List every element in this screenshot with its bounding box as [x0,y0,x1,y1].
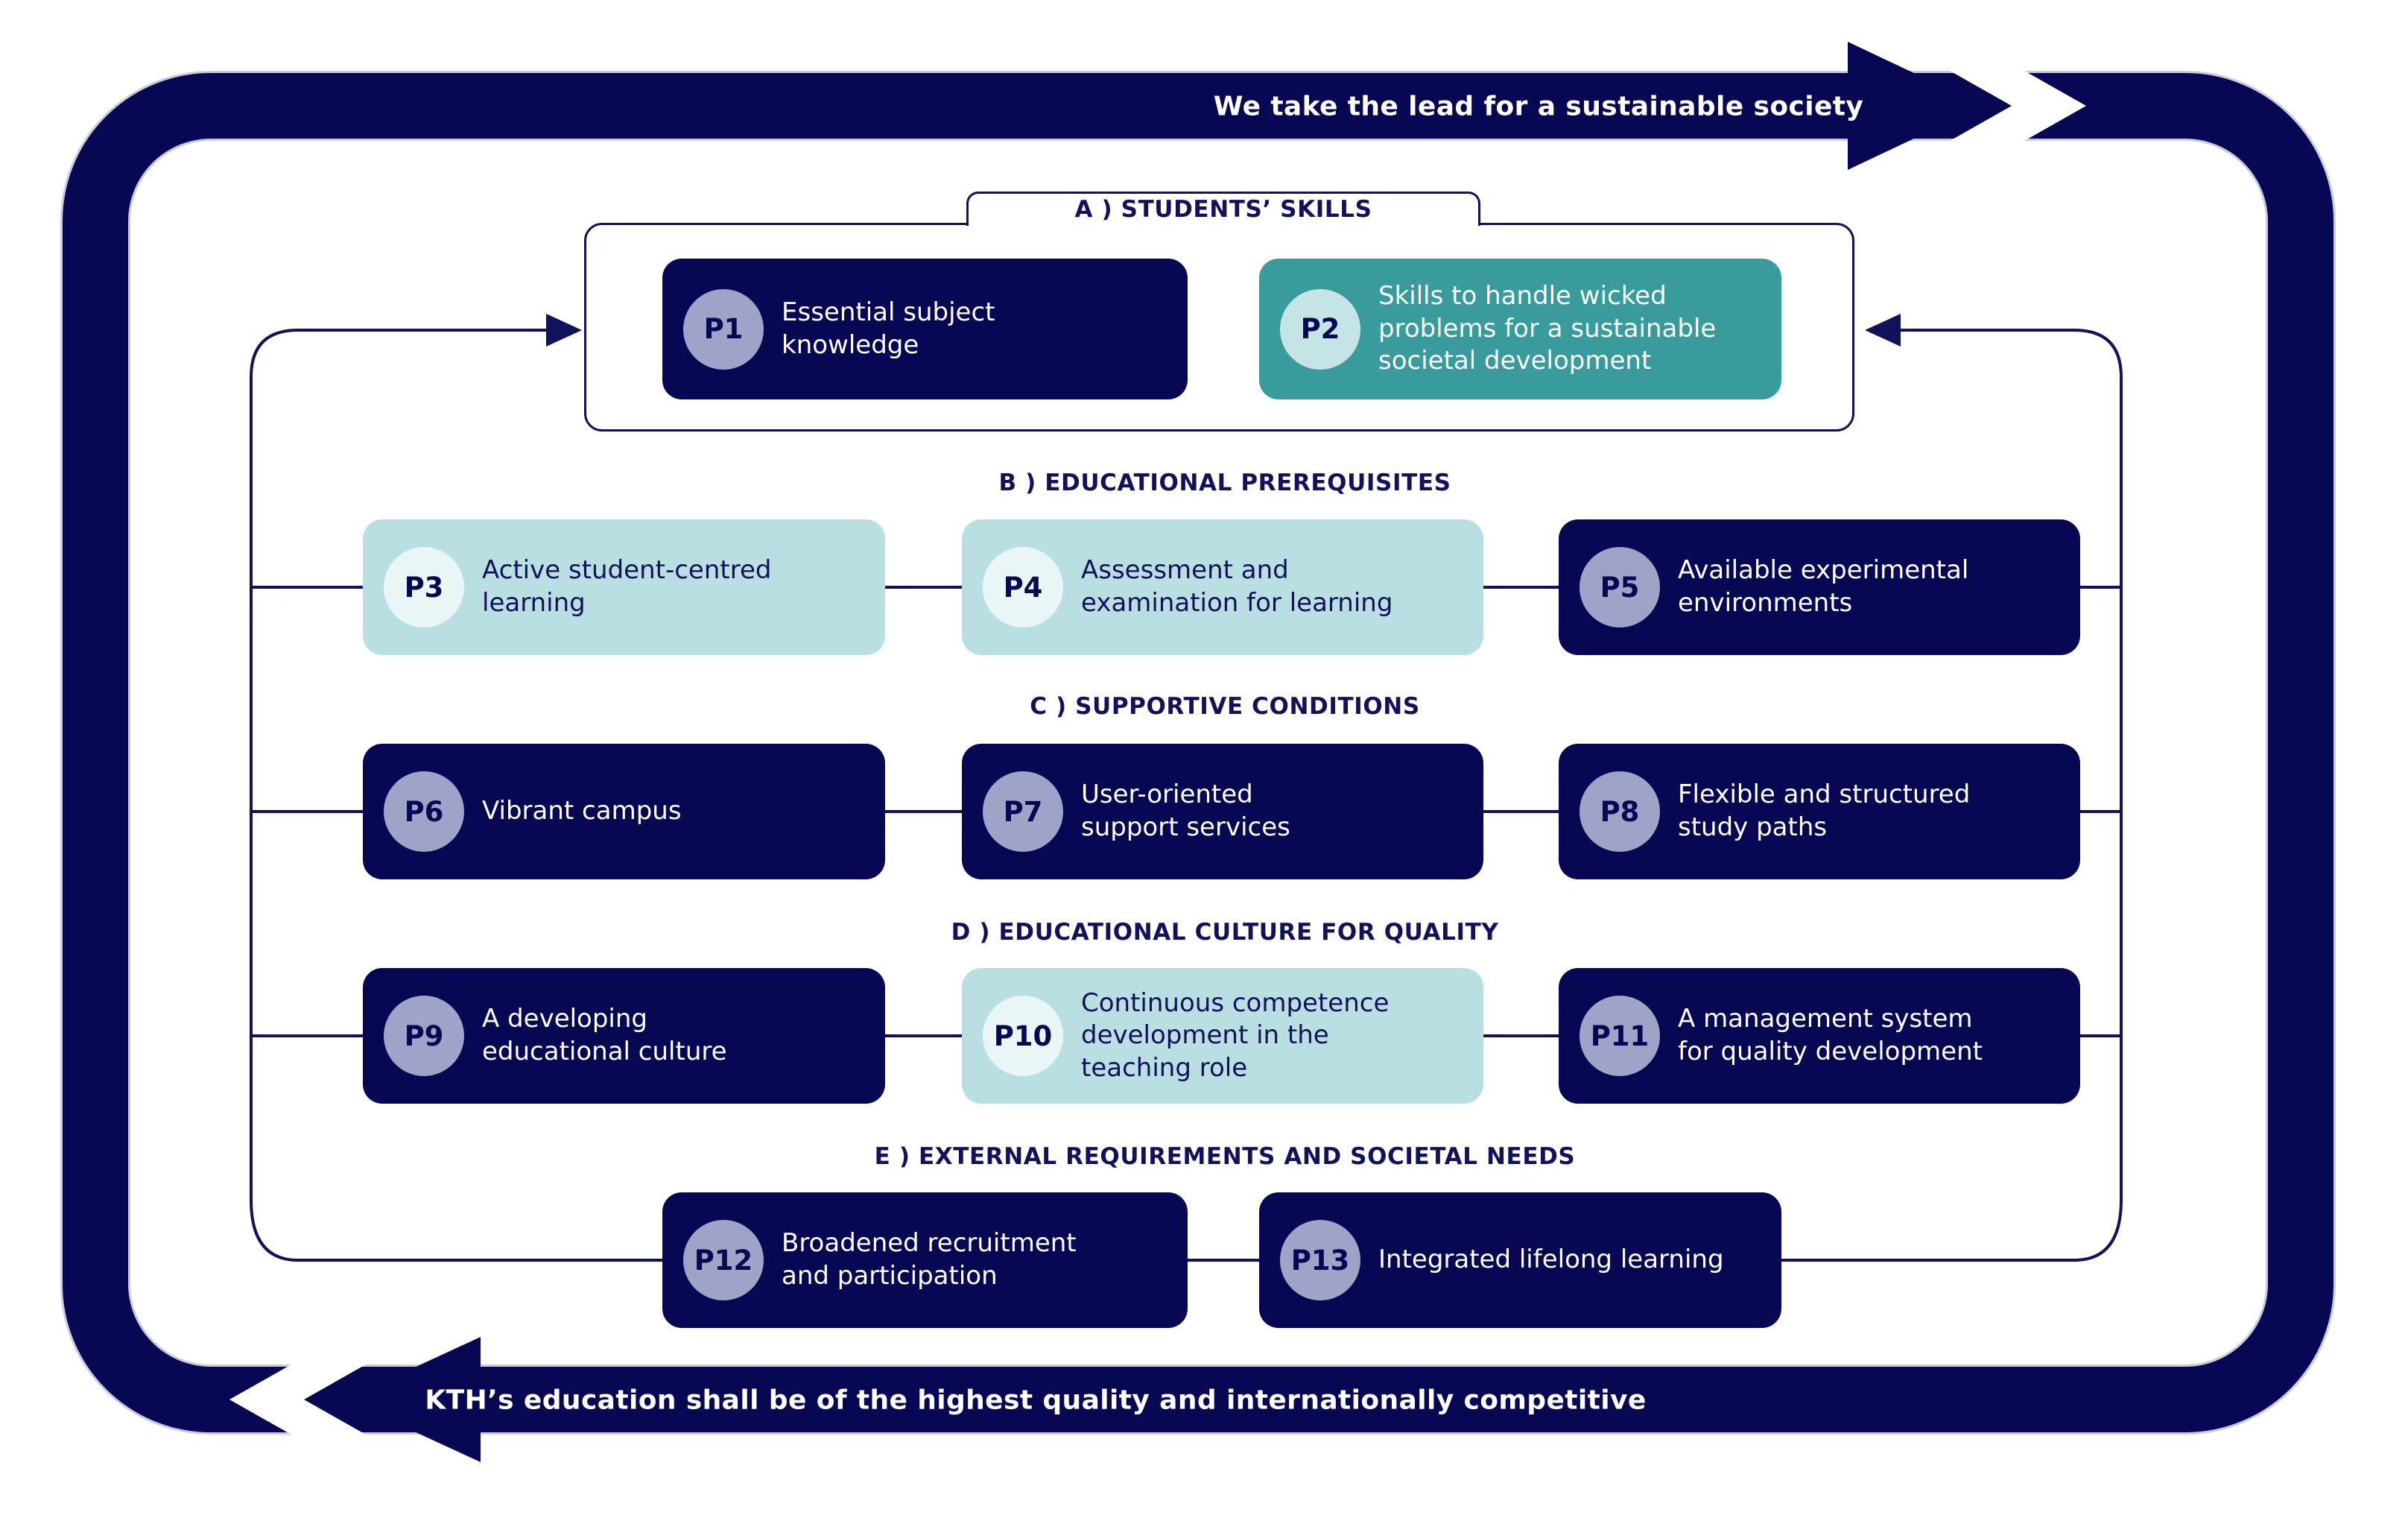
loop-band [63,73,2333,1432]
principle-badge-p2: P2 [1280,288,1360,370]
students-skills-tab [966,192,1480,226]
principle-badge-p10: P10 [983,996,1063,1076]
section-label-c: C ) SUPPORTIVE CONDITIONS [1030,693,1420,720]
right-arrowhead-icon [1865,314,1901,347]
principle-box-p5: P5 Available experimental environments [1559,519,2080,655]
principle-text-p7: User-oriented support services [1081,780,1290,842]
principle-badge-p6: P6 [384,771,464,852]
bottom-band-arrow-icon [345,1337,481,1462]
principle-badge-p12: P12 [683,1220,764,1300]
top-banner-text: We take the lead for a sustainable socie… [1213,91,1864,122]
principle-badge-p9: P9 [384,996,464,1076]
principle-text-p12: Broadened recruitment and participation [782,1228,1077,1291]
principle-text-p9: A developing educational culture [482,1004,727,1066]
section-label-e: E ) EXTERNAL REQUIREMENTS AND SOCIETAL N… [874,1143,1576,1170]
principle-text-p6: Vibrant campus [482,796,682,826]
principle-badge-p4: P4 [983,547,1063,627]
principle-box-p13: P13 Integrated lifelong learning [1259,1192,1781,1328]
principle-badge-p1: P1 [683,288,764,370]
section-label-a: A ) STUDENTS’ SKILLS [1074,196,1372,223]
principle-badge-p5: P5 [1580,547,1660,627]
principle-text-p8: Flexible and structured study paths [1678,780,1971,842]
principle-badge-p3: P3 [384,547,464,627]
bottom-banner-text: KTH’s education shall be of the highest … [425,1385,1647,1416]
principle-box-p1: P1 Essential subject knowledge [662,259,1188,399]
principle-text-p3: Active student-centred learning [482,555,772,618]
principle-badge-p11: P11 [1580,996,1660,1076]
principle-text-p11: A management system for quality developm… [1678,1004,1983,1066]
principle-text-p2: Skills to handle wicked problems for a s… [1378,281,1717,376]
principle-box-p8: P8 Flexible and structured study paths [1559,744,2080,879]
principle-text-p5: Available experimental environments [1678,555,1969,618]
principle-box-p12: P12 Broadened recruitment and participati… [662,1192,1188,1328]
principle-box-p3: P3 Active student-centred learning [363,519,885,655]
principle-box-p9: P9 A developing educational culture [363,968,885,1104]
top-band-chevron-gap [1878,30,2086,182]
left-arrowhead-icon [546,314,582,347]
principle-text-p10: Continuous competence development in the… [1081,987,1390,1083]
principle-badge-p8: P8 [1580,771,1660,852]
principle-box-p11: P11 A management system for quality devel… [1559,968,2080,1104]
section-label-b: B ) EDUCATIONAL PREREQUISITES [998,469,1451,496]
section-label-d: D ) EDUCATIONAL CULTURE FOR QUALITY [951,919,1499,946]
principle-badge-p13: P13 [1280,1220,1360,1300]
top-band-arrow-icon [1848,42,1983,170]
principle-text-p13: Integrated lifelong learning [1378,1245,1724,1275]
bottom-band-chevron-gap [229,1324,438,1476]
principle-box-p6: P6 Vibrant campus [363,744,885,879]
principle-text-p1: Essential subject knowledge [782,297,995,360]
principle-text-p4: Assessment and examination for learning [1081,555,1393,618]
principle-box-p4: P4 Assessment and examination for learnin… [962,519,1483,655]
principle-badge-p7: P7 [983,771,1063,852]
principle-box-p7: P7 User-oriented support services [962,744,1483,879]
